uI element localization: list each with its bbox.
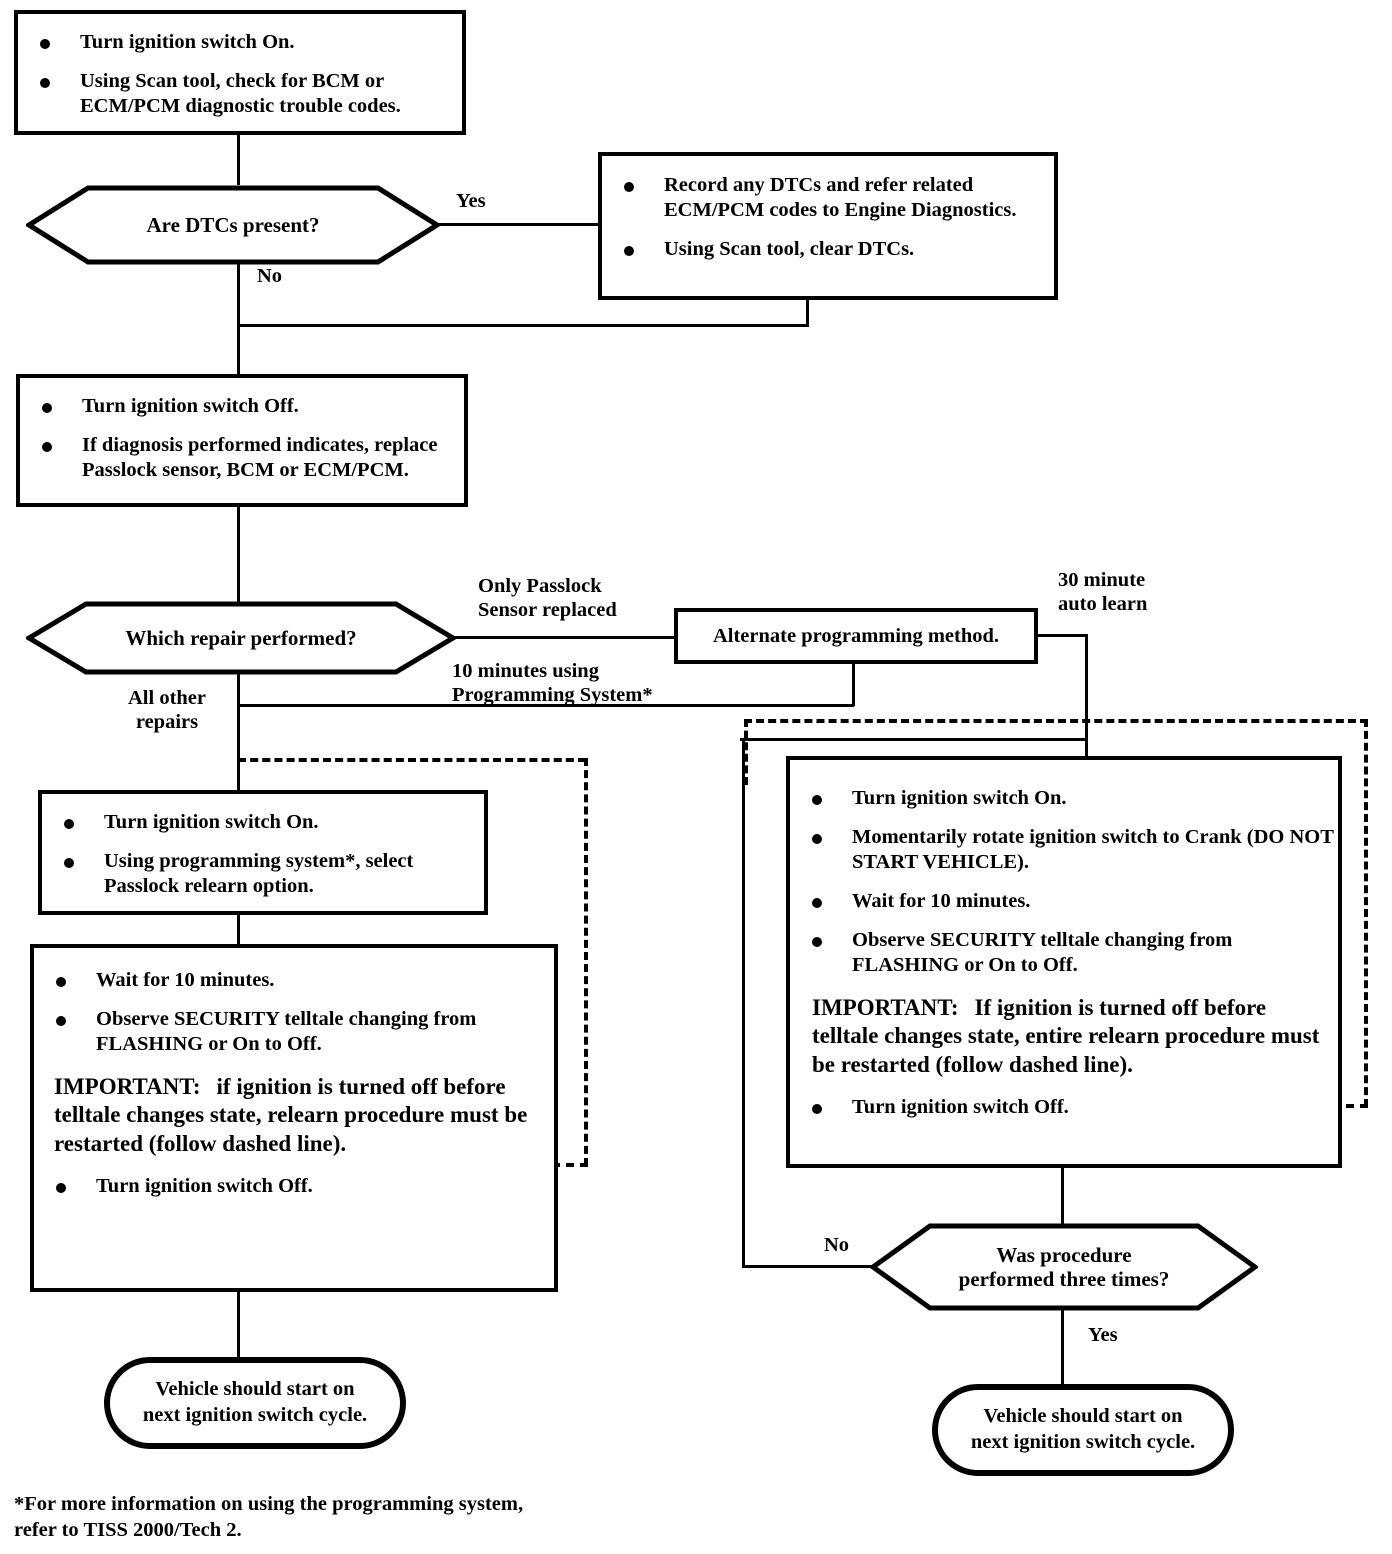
node-left-step2: Wait for 10 minutes. Observe SECURITY te…	[30, 944, 558, 1292]
edge-label-auto-learn: 30 minute auto learn	[1058, 569, 1148, 616]
connector-left-step2-to-terminal	[237, 1290, 240, 1360]
connector-record-left	[237, 324, 809, 327]
start-check-item-1: Turn ignition switch On.	[18, 30, 462, 55]
node-terminal-right: Vehicle should start on next ignition sw…	[932, 1384, 1234, 1476]
connector-three-times-no-vert	[742, 738, 745, 1267]
edge-label-dtc-no: No	[257, 265, 283, 287]
terminal-right-label: Vehicle should start on next ignition sw…	[970, 1405, 1196, 1453]
node-turn-off-replace: Turn ignition switch Off. If diagnosis p…	[16, 374, 468, 507]
connector-autolearn-left	[740, 738, 1088, 741]
connector-replace-to-repair	[237, 507, 240, 604]
node-record-dtcs: Record any DTCs and refer related ECM/PC…	[598, 152, 1058, 300]
three-times-decision-label: Was procedure performed three times?	[958, 1242, 1170, 1291]
right-step1-item-3: Wait for 10 minutes.	[790, 889, 1338, 914]
edge-label-three-times-yes: Yes	[1088, 1324, 1118, 1346]
connector-ten-minutes-vert	[852, 662, 855, 706]
connector-start-to-dtc	[237, 135, 240, 185]
repair-decision-label: Which repair performed?	[125, 625, 357, 650]
connector-repair-passlock	[452, 636, 676, 639]
left-step2-important-body: if ignition is turned off before telltal…	[54, 1074, 528, 1156]
connector-right-step-to-decision	[1061, 1166, 1064, 1224]
dtc-decision-label: Are DTCs present?	[146, 212, 320, 237]
node-right-step1: Turn ignition switch On. Momentarily rot…	[786, 756, 1342, 1168]
alternate-method-label: Alternate programming method.	[712, 624, 999, 647]
right-step1-item-4: Observe SECURITY telltale changing from …	[790, 928, 1338, 978]
right-step1-item-1: Turn ignition switch On.	[790, 786, 1338, 811]
dashed-right-return	[1332, 1104, 1368, 1108]
dashed-left-return	[552, 1163, 588, 1167]
edge-label-three-times-no: No	[824, 1234, 850, 1256]
connector-dtc-no	[237, 263, 240, 375]
node-three-times-decision: Was procedure performed three times?	[870, 1222, 1258, 1312]
left-step2-item-1: Wait for 10 minutes.	[34, 968, 554, 993]
connector-autolearn-right	[1034, 634, 1088, 637]
left-step1-item-1: Turn ignition switch On.	[42, 810, 484, 835]
connector-ten-minutes-horiz	[237, 704, 854, 707]
footnote: *For more information on using the progr…	[14, 1493, 524, 1541]
right-step1-item-2: Momentarily rotate ignition switch to Cr…	[790, 825, 1338, 875]
turn-off-replace-item-1: Turn ignition switch Off.	[20, 394, 464, 419]
left-step1-item-2: Using programming system*, select Passlo…	[42, 849, 484, 899]
node-dtc-decision: Are DTCs present?	[26, 184, 440, 266]
right-step1-item-5: Turn ignition switch Off.	[790, 1095, 1338, 1120]
edge-label-dtc-yes: Yes	[456, 190, 486, 212]
right-step1-important-body: If ignition is turned off before telltal…	[812, 995, 1320, 1077]
hexagon-shape	[870, 1223, 1258, 1311]
connector-left-step1-to-step2	[237, 913, 240, 945]
right-step1-important: IMPORTANT:If ignition is turned off befo…	[790, 994, 1338, 1079]
connector-record-down	[806, 300, 809, 326]
dashed-left-top	[238, 758, 586, 762]
record-dtcs-item-2: Using Scan tool, clear DTCs.	[602, 237, 1054, 262]
connector-dtc-yes	[437, 223, 601, 226]
node-alternate-method: Alternate programming method.	[674, 608, 1038, 664]
right-step1-important-heading: IMPORTANT:	[812, 995, 959, 1020]
record-dtcs-item-1: Record any DTCs and refer related ECM/PC…	[602, 173, 1054, 223]
connector-autolearn-down	[1085, 634, 1088, 740]
left-step2-important-heading: IMPORTANT:	[54, 1074, 201, 1099]
connector-autolearn-into-right-box	[1085, 738, 1088, 758]
dashed-right-left-vertical	[744, 719, 748, 785]
edge-label-all-other: All other repairs	[128, 687, 206, 734]
left-step2-item-3: Turn ignition switch Off.	[34, 1174, 554, 1199]
node-left-step1: Turn ignition switch On. Using programmi…	[38, 790, 488, 915]
node-start-check: Turn ignition switch On. Using Scan tool…	[14, 10, 466, 135]
edge-label-ten-minutes: 10 minutes using Programming System*	[452, 660, 653, 707]
dashed-left-vertical	[584, 758, 588, 1166]
node-repair-decision: Which repair performed?	[26, 600, 456, 676]
connector-three-times-no-horiz	[742, 1265, 874, 1268]
left-step2-important: IMPORTANT:if ignition is turned off befo…	[34, 1073, 554, 1158]
dashed-right-vertical	[1364, 719, 1368, 1107]
connector-three-times-yes	[1061, 1310, 1064, 1387]
turn-off-replace-item-2: If diagnosis performed indicates, replac…	[20, 433, 464, 483]
left-step2-item-2: Observe SECURITY telltale changing from …	[34, 1007, 554, 1057]
edge-label-passlock-only: Only Passlock Sensor replaced	[478, 575, 617, 622]
connector-all-other-repairs	[237, 672, 240, 792]
node-terminal-left: Vehicle should start on next ignition sw…	[104, 1357, 406, 1449]
terminal-left-label: Vehicle should start on next ignition sw…	[142, 1378, 368, 1426]
dashed-right-top	[744, 719, 1368, 723]
start-check-item-2: Using Scan tool, check for BCM or ECM/PC…	[18, 69, 462, 119]
